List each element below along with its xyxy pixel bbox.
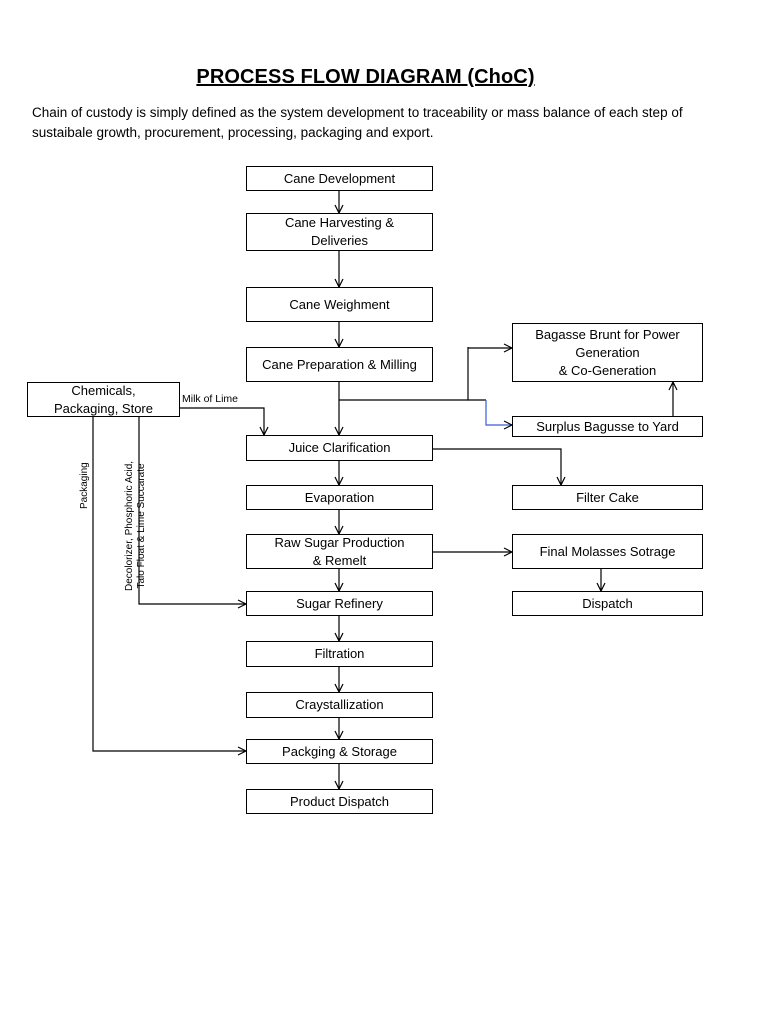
node-surplus-bagasse: Surplus Bagusse to Yard — [512, 416, 703, 437]
node-filter-cake: Filter Cake — [512, 485, 703, 510]
node-raw-sugar: Raw Sugar Production & Remelt — [246, 534, 433, 569]
label-decolorizer: Decolorizer, Phosphoric Acid, Talo Float… — [124, 460, 147, 591]
edge-milk-of-lime — [179, 407, 264, 435]
edge-chemicals-packaging — [92, 417, 246, 751]
node-evaporation: Evaporation — [246, 485, 433, 510]
node-juice-clarification: Juice Clarification — [246, 435, 433, 461]
node-filtration: Filtration — [246, 641, 433, 667]
edge-chemicals-refinery — [138, 417, 246, 604]
intro-paragraph: Chain of custody is simply defined as th… — [32, 105, 683, 140]
node-cane-weighment: Cane Weighment — [246, 287, 433, 322]
label-milk-of-lime: Milk of Lime — [182, 393, 239, 405]
node-sugar-refinery: Sugar Refinery — [246, 591, 433, 616]
node-packaging-storage: Packging & Storage — [246, 739, 433, 764]
node-cane-harvesting: Cane Harvesting & Deliveries — [246, 213, 433, 251]
node-product-dispatch: Product Dispatch — [246, 789, 433, 814]
node-cane-preparation: Cane Preparation & Milling — [246, 347, 433, 382]
node-final-molasses: Final Molasses Sotrage — [512, 534, 703, 569]
node-bagasse-power: Bagasse Brunt for Power Generation & Co-… — [512, 323, 703, 382]
page-title: PROCESS FLOW DIAGRAM (ChoC) — [196, 66, 535, 88]
node-cane-development: Cane Development — [246, 166, 433, 191]
edge-clarification-filtercake — [432, 448, 561, 485]
label-packaging: Packaging — [79, 462, 90, 509]
node-crystallization: Craystallization — [246, 692, 433, 718]
node-chemicals: Chemicals, Packaging, Store — [27, 382, 180, 417]
edge-to-surplus-bagasse — [485, 400, 512, 425]
node-dispatch: Dispatch — [512, 591, 703, 616]
